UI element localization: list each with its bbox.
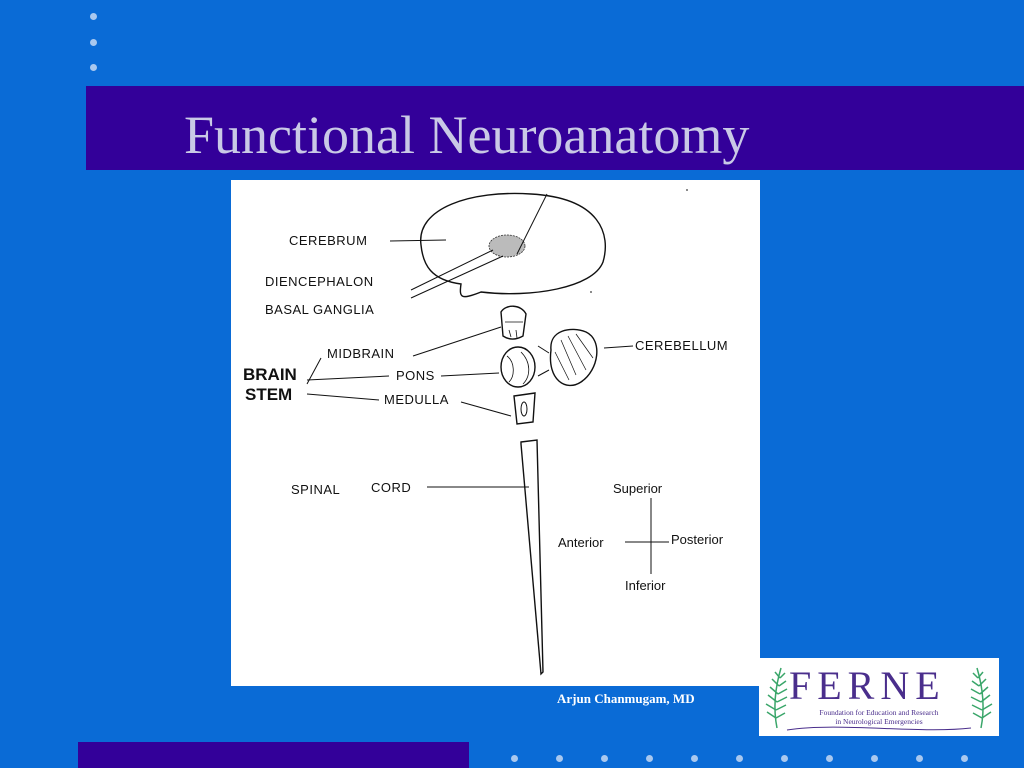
label-brain: BRAIN [243,365,297,384]
decorative-dot [691,755,698,762]
fern-icon [970,667,993,729]
decorative-dot [90,39,97,46]
label-midbrain: MIDBRAIN [327,346,395,361]
label-stem: STEM [245,385,292,404]
decorative-dot [90,13,97,20]
decorative-dot [646,755,653,762]
label-spinal: SPINAL [291,482,340,497]
label-pons: PONS [396,368,435,383]
medulla-shape [513,392,536,425]
decorative-dot [511,755,518,762]
decorative-dot [916,755,923,762]
decorative-dot [826,755,833,762]
spinal-cord-shape [520,439,544,676]
cerebrum-shape [420,192,607,298]
midbrain-shape [500,305,527,340]
logo-letters: FERNE [789,663,946,708]
label-medulla: MEDULLA [384,392,449,407]
diencephalon-shape [488,234,526,258]
decorative-dot [90,64,97,71]
decorative-dot [961,755,968,762]
decorative-dot [781,755,788,762]
logo-drawing [765,667,993,731]
label-basal-ganglia: BASAL GANGLIA [265,302,374,317]
decorative-dot [556,755,563,762]
label-cerebrum: CEREBRUM [289,233,367,248]
author-credit: Arjun Chanmugam, MD [557,691,695,706]
fern-icon [765,667,788,729]
label-cerebellum: CEREBELLUM [635,338,728,353]
label-inferior: Inferior [625,578,666,593]
logo-caption-line: Foundation for Education and Research [819,708,939,717]
cerebellum-shape [549,328,598,387]
footer-bar [78,742,469,768]
decorative-dot [601,755,608,762]
slide-title: Functional Neuroanatomy [184,105,750,165]
decorative-dot [871,755,878,762]
decorative-dot [736,755,743,762]
logo-caption-line: in Neurological Emergencies [835,717,923,726]
ferne-logo: FERNE Foundation for Education and Resea… [759,658,999,736]
neuroanatomy-diagram: CEREBRUM DIENCEPHALON BASAL GANGLIA MIDB… [231,180,760,686]
logo-caption: Foundation for Education and Research in… [799,708,959,726]
title-bar [86,86,1024,170]
label-cord: CORD [371,480,411,495]
label-posterior: Posterior [671,532,724,547]
logo-swash [786,726,972,731]
pons-shape [500,346,536,388]
diagram-drawing: CEREBRUM DIENCEPHALON BASAL GANGLIA MIDB… [243,189,728,676]
label-diencephalon: DIENCEPHALON [265,274,374,289]
label-superior: Superior [613,481,663,496]
label-anterior: Anterior [558,535,604,550]
